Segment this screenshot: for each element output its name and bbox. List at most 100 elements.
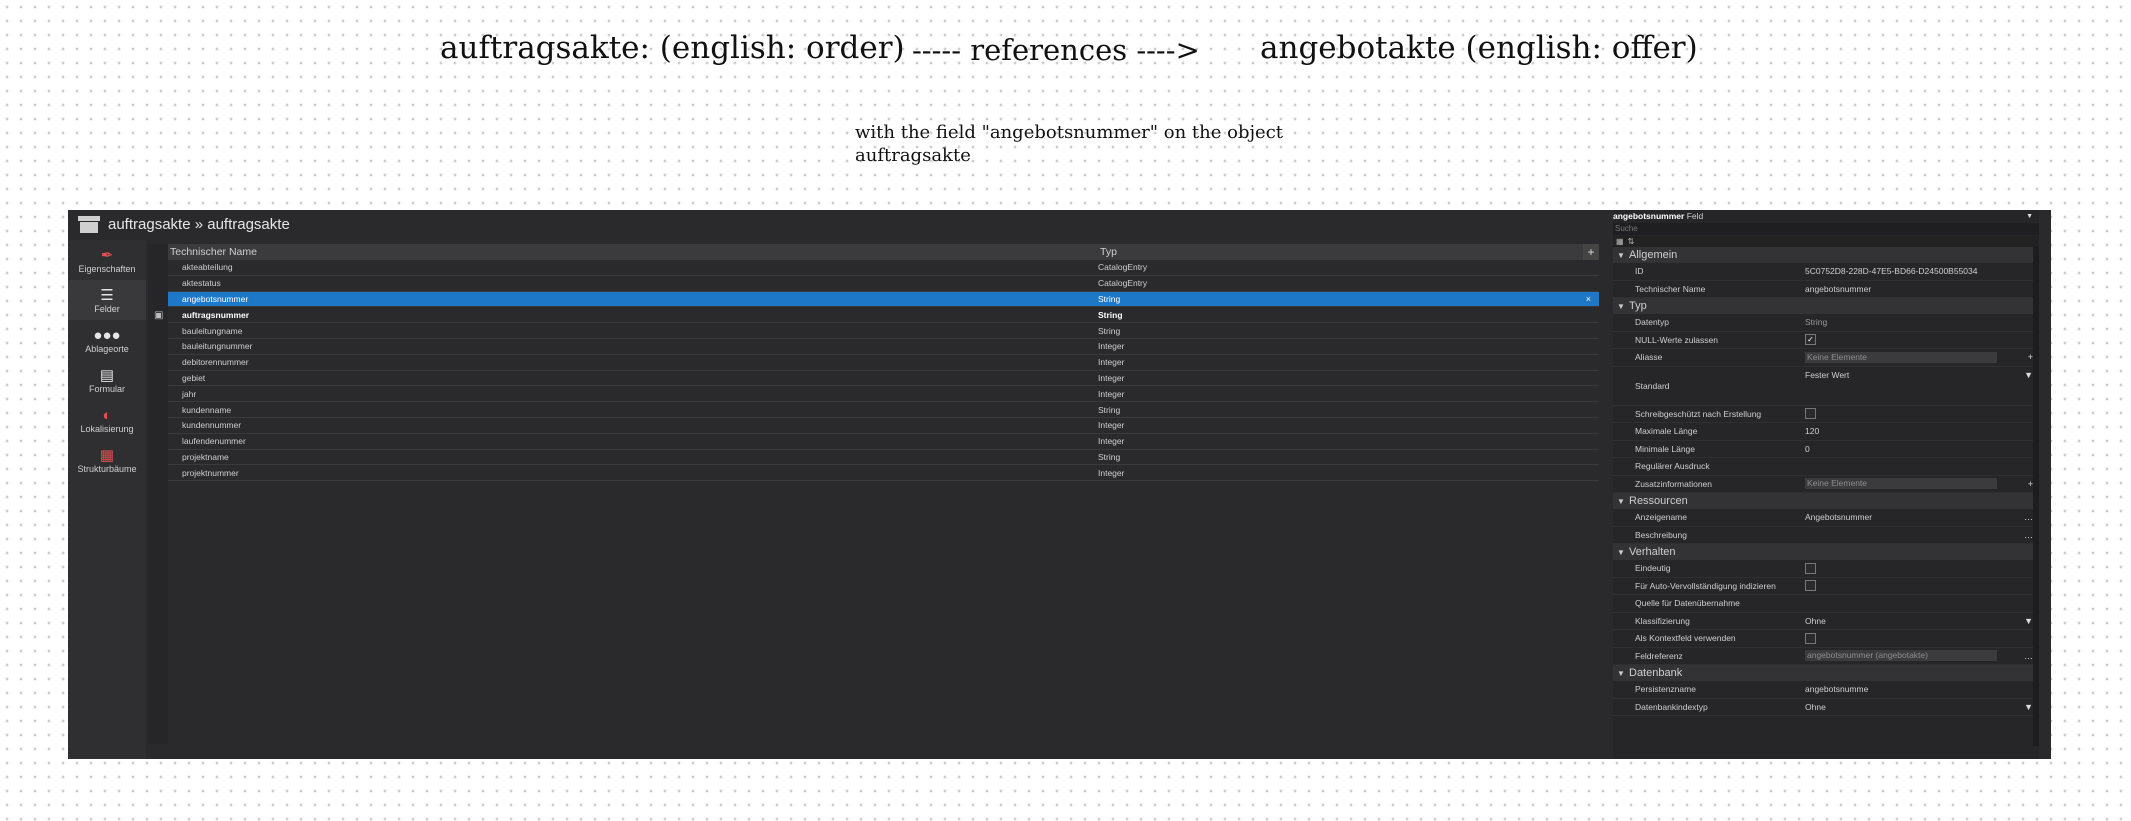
display-name-field[interactable]: Angebotsnummer — [1805, 512, 1873, 523]
table-row[interactable]: projektnummer Integer — [168, 465, 1599, 482]
prop-value[interactable] — [1805, 458, 2039, 475]
chevron-down-icon[interactable]: ▼ — [2024, 615, 2033, 626]
section-allgemein[interactable]: ▼Allgemein — [1613, 247, 2039, 263]
grid-header: Technischer Name Typ + — [168, 244, 1599, 260]
prop-label: Maximale Länge — [1635, 426, 1698, 437]
properties-search-input[interactable]: Suche — [1613, 223, 2039, 235]
sort-categorized-icon[interactable]: ▦ — [1616, 237, 1624, 246]
edit-row-icon[interactable]: ▣ — [154, 310, 164, 321]
prop-label: NULL-Werte zulassen — [1635, 334, 1718, 345]
table-row[interactable]: gebiet Integer — [168, 371, 1599, 387]
autocomplete-checkbox[interactable] — [1805, 580, 1816, 592]
more-icon[interactable]: … — [2024, 529, 2033, 540]
section-verhalten[interactable]: ▼Verhalten — [1613, 544, 2039, 560]
field-reference-field[interactable]: angebotsnummer (angebotakte) — [1805, 650, 1997, 662]
nav-item-label: Formular — [88, 384, 125, 394]
prop-value[interactable] — [1805, 595, 2039, 612]
more-icon[interactable]: … — [2024, 512, 2033, 523]
remove-row-icon[interactable]: × — [1585, 293, 1591, 304]
add-icon[interactable]: + — [2027, 478, 2033, 489]
nav-item-ablageorte[interactable]: ●●● Ablageorte — [68, 320, 146, 360]
prop-row-eindeutig: Eindeutig — [1613, 560, 2039, 578]
chevron-down-icon[interactable]: ▼ — [2024, 701, 2033, 712]
nav-item-formular[interactable]: ▤ Formular — [68, 360, 146, 400]
prop-label: Anzeigename — [1635, 512, 1687, 523]
add-field-button[interactable]: + — [1583, 244, 1599, 260]
prop-row-nullwerte: NULL-Werte zulassen ✓ — [1613, 332, 2039, 349]
readonly-checkbox[interactable] — [1805, 408, 1816, 420]
nav-item-eigenschaften[interactable]: ✒ Eigenschaften — [68, 240, 146, 280]
nav-item-lokalisierung[interactable]: ◐ Lokalisierung — [68, 400, 146, 440]
sort-alpha-icon[interactable]: ⇅ — [1627, 237, 1635, 246]
index-type-select[interactable]: Ohne — [1805, 701, 1826, 712]
feather-icon: ✒ — [100, 247, 114, 264]
cell-type: Integer — [1098, 436, 1125, 447]
chevron-down-icon[interactable]: ▼ — [2026, 212, 2033, 220]
title-bar: auftragsakte » auftragsakte — [68, 210, 1608, 238]
column-header-name[interactable]: Technischer Name — [170, 246, 257, 258]
prop-value[interactable]: angebotsnummer — [1805, 283, 1872, 294]
left-nav: ✒ Eigenschaften ☰ Felder ●●● Ablageorte … — [68, 240, 146, 759]
prop-value[interactable]: 5C0752D8-228D-47E5-BD66-D24500B55034 — [1805, 266, 1978, 277]
cell-name: gebiet — [182, 372, 206, 383]
prop-value[interactable]: 0 — [1805, 443, 1810, 454]
tree-icon: ▦ — [99, 447, 115, 464]
prop-label: Quelle für Datenübernahme — [1635, 598, 1740, 609]
cell-name: projektnummer — [182, 467, 239, 478]
more-icon[interactable]: … — [2024, 650, 2033, 661]
cell-name: jahr — [182, 388, 197, 399]
cell-type: String — [1098, 309, 1123, 320]
prop-row-maxlaenge: Maximale Länge 120 — [1613, 423, 2039, 441]
cell-name: aktestatus — [182, 278, 221, 289]
null-values-checkbox[interactable]: ✓ — [1805, 334, 1816, 346]
context-field-checkbox[interactable] — [1805, 632, 1816, 644]
section-typ[interactable]: ▼Typ — [1613, 298, 2039, 314]
chevron-down-icon[interactable]: ▼ — [2024, 369, 2033, 380]
locations-icon: ●●● — [93, 326, 121, 344]
prop-label: Feldreferenz — [1635, 650, 1683, 661]
nav-item-felder[interactable]: ☰ Felder — [68, 280, 146, 320]
cell-type: String — [1098, 293, 1121, 304]
properties-scrollbar[interactable] — [2033, 246, 2039, 746]
section-datenbank[interactable]: ▼Datenbank — [1613, 665, 2039, 681]
prop-row-persistenzname: Persistenzname angebotsnumme — [1613, 681, 2039, 699]
table-row[interactable]: jahr Integer — [168, 386, 1599, 403]
globe-icon: ◐ — [102, 406, 112, 424]
cell-type: Integer — [1098, 467, 1125, 478]
add-icon[interactable]: + — [2027, 352, 2033, 363]
nav-item-strukturbaeume[interactable]: ▦ Strukturbäume — [68, 440, 146, 480]
classification-select[interactable]: Ohne — [1805, 615, 1826, 626]
standard-select[interactable]: Fester Wert — [1805, 369, 1850, 380]
prop-label: Persistenzname — [1635, 684, 1696, 695]
cell-type: CatalogEntry — [1098, 278, 1148, 289]
cell-type: Integer — [1098, 372, 1125, 383]
properties-title[interactable]: angebotsnummer Feld ▼ — [1613, 210, 2039, 222]
prop-value[interactable]: angebotsnumme — [1805, 684, 1869, 695]
cell-type: Integer — [1098, 388, 1125, 399]
column-header-type[interactable]: Typ — [1100, 246, 1117, 258]
aliases-field[interactable]: Keine Elemente — [1805, 351, 1997, 363]
prop-label: Minimale Länge — [1635, 443, 1696, 454]
cell-name: bauleitungnummer — [182, 341, 253, 352]
annotation-subtext: with the field "angebotsnummer" on the o… — [855, 122, 1284, 166]
unique-checkbox[interactable] — [1805, 562, 1816, 574]
prop-value[interactable]: 120 — [1805, 426, 1820, 437]
properties-title-kind: Feld — [1686, 211, 1704, 221]
section-ressourcen[interactable]: ▼Ressourcen — [1613, 493, 2039, 509]
form-icon: ▤ — [99, 367, 115, 384]
additional-info-field[interactable]: Keine Elemente — [1805, 478, 1997, 490]
table-row[interactable]: aktestatus CatalogEntry — [168, 276, 1599, 292]
